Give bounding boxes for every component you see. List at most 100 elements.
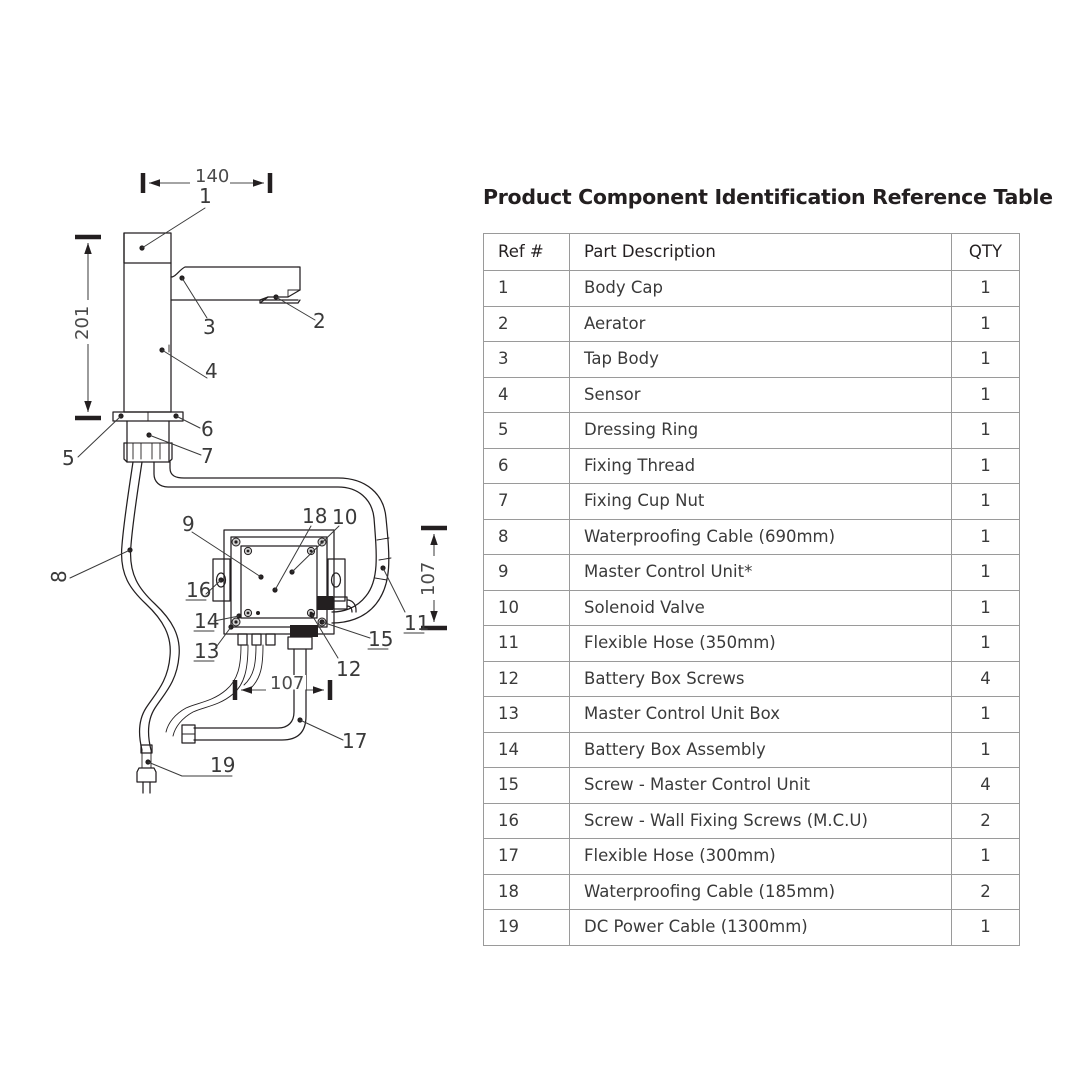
dimension-107-horizontal-label: 107: [270, 673, 304, 694]
column-header-qty: QTY: [951, 233, 1020, 271]
cell-qty: 1: [951, 270, 1020, 307]
waterproofing-cable-690: [120, 461, 180, 751]
cell-description: Battery Box Screws: [569, 660, 952, 697]
cell-description: Waterproofing Cable (690mm): [569, 518, 952, 555]
cell-qty: 1: [951, 447, 1020, 484]
cell-description: Dressing Ring: [569, 412, 952, 449]
cell-ref: 11: [483, 625, 570, 662]
cell-description: Fixing Cup Nut: [569, 483, 952, 520]
callout-18: 18: [272, 504, 327, 593]
callout-19: 19: [145, 753, 235, 777]
cell-ref: 3: [483, 341, 570, 378]
callout-3-label: 3: [203, 315, 216, 339]
callout-5: 5: [62, 413, 124, 470]
table-header-row: Ref # Part Description QTY: [483, 233, 1020, 271]
callout-10-label: 10: [332, 505, 357, 529]
cell-qty: 1: [951, 412, 1020, 449]
dc-power-cable-plug: [136, 744, 157, 794]
cell-ref: 9: [483, 554, 570, 591]
cell-qty: 2: [951, 802, 1020, 839]
mcu-corner-screws: [231, 537, 327, 627]
cell-qty: 1: [951, 625, 1020, 662]
cell-qty: 1: [951, 376, 1020, 413]
callout-5-label: 5: [62, 446, 75, 470]
callout-8: 8: [47, 547, 133, 583]
cell-description: Master Control Unit*: [569, 554, 952, 591]
callout-16: 16: [185, 577, 224, 602]
wall-fixing-bracket-right: [327, 558, 346, 602]
callout-2: 2: [273, 294, 326, 333]
cell-qty: 1: [951, 341, 1020, 378]
bottom-outlet-fitting: [287, 625, 318, 691]
callout-8-label: 8: [47, 570, 71, 583]
cell-ref: 19: [483, 909, 570, 946]
cell-description: Aerator: [569, 305, 952, 342]
upper-supply-hose: [153, 461, 387, 519]
drawing-canvas: .ln{fill:none;stroke:#231f20;stroke-widt…: [47, 166, 447, 794]
cell-ref: 15: [483, 767, 570, 804]
flexible-hose-350: [331, 517, 392, 624]
cell-description: Flexible Hose (300mm): [569, 838, 952, 875]
callout-1-label: 1: [199, 184, 212, 208]
dimension-140-label: 140: [195, 166, 229, 187]
cell-description: Screw - Master Control Unit: [569, 767, 952, 804]
cell-description: Flexible Hose (350mm): [569, 625, 952, 662]
dimension-107-vertical: 107: [418, 525, 447, 631]
cell-ref: 6: [483, 447, 570, 484]
cell-qty: 1: [951, 731, 1020, 768]
dimension-107-horizontal: 107: [232, 673, 333, 700]
callout-13-label: 13: [194, 639, 219, 663]
dimension-201-label: 201: [72, 306, 93, 340]
waterproofing-cable-glands: [237, 633, 276, 646]
cell-ref: 8: [483, 518, 570, 555]
callout-17-label: 17: [342, 729, 367, 753]
callout-1: 1: [139, 184, 212, 251]
callout-12: 12: [309, 612, 361, 681]
callout-4-label: 4: [205, 359, 218, 383]
callout-10: 10: [289, 505, 357, 575]
cell-qty: 1: [951, 305, 1020, 342]
callout-15-label: 15: [368, 627, 393, 651]
master-control-unit-box: [212, 529, 357, 691]
cell-qty: 2: [951, 873, 1020, 910]
technical-drawing: .ln{fill:none;stroke:#231f20;stroke-widt…: [0, 0, 470, 1080]
callout-6: 6: [173, 413, 214, 441]
cell-qty: 1: [951, 589, 1020, 626]
callout-4: 4: [159, 347, 218, 383]
callout-2-label: 2: [313, 309, 326, 333]
solenoid-outlet-fitting: [317, 596, 357, 613]
cell-description: Fixing Thread: [569, 447, 952, 484]
callout-13: 13: [193, 624, 234, 663]
callout-18-label: 18: [302, 504, 327, 528]
cell-ref: 4: [483, 376, 570, 413]
cell-description: Waterproofing Cable (185mm): [569, 873, 952, 910]
callout-12-label: 12: [336, 657, 361, 681]
callout-3: 3: [179, 275, 216, 339]
cell-description: Battery Box Assembly: [569, 731, 952, 768]
cell-ref: 5: [483, 412, 570, 449]
cell-qty: 1: [951, 838, 1020, 875]
callout-14-label: 14: [194, 609, 219, 633]
cell-qty: 1: [951, 483, 1020, 520]
cell-description: Body Cap: [569, 270, 952, 307]
cell-ref: 12: [483, 660, 570, 697]
column-header-description: Part Description: [569, 233, 952, 271]
cell-ref: 7: [483, 483, 570, 520]
cell-qty: 1: [951, 696, 1020, 733]
callout-17: 17: [297, 717, 367, 753]
callout-11: 11: [380, 565, 429, 635]
